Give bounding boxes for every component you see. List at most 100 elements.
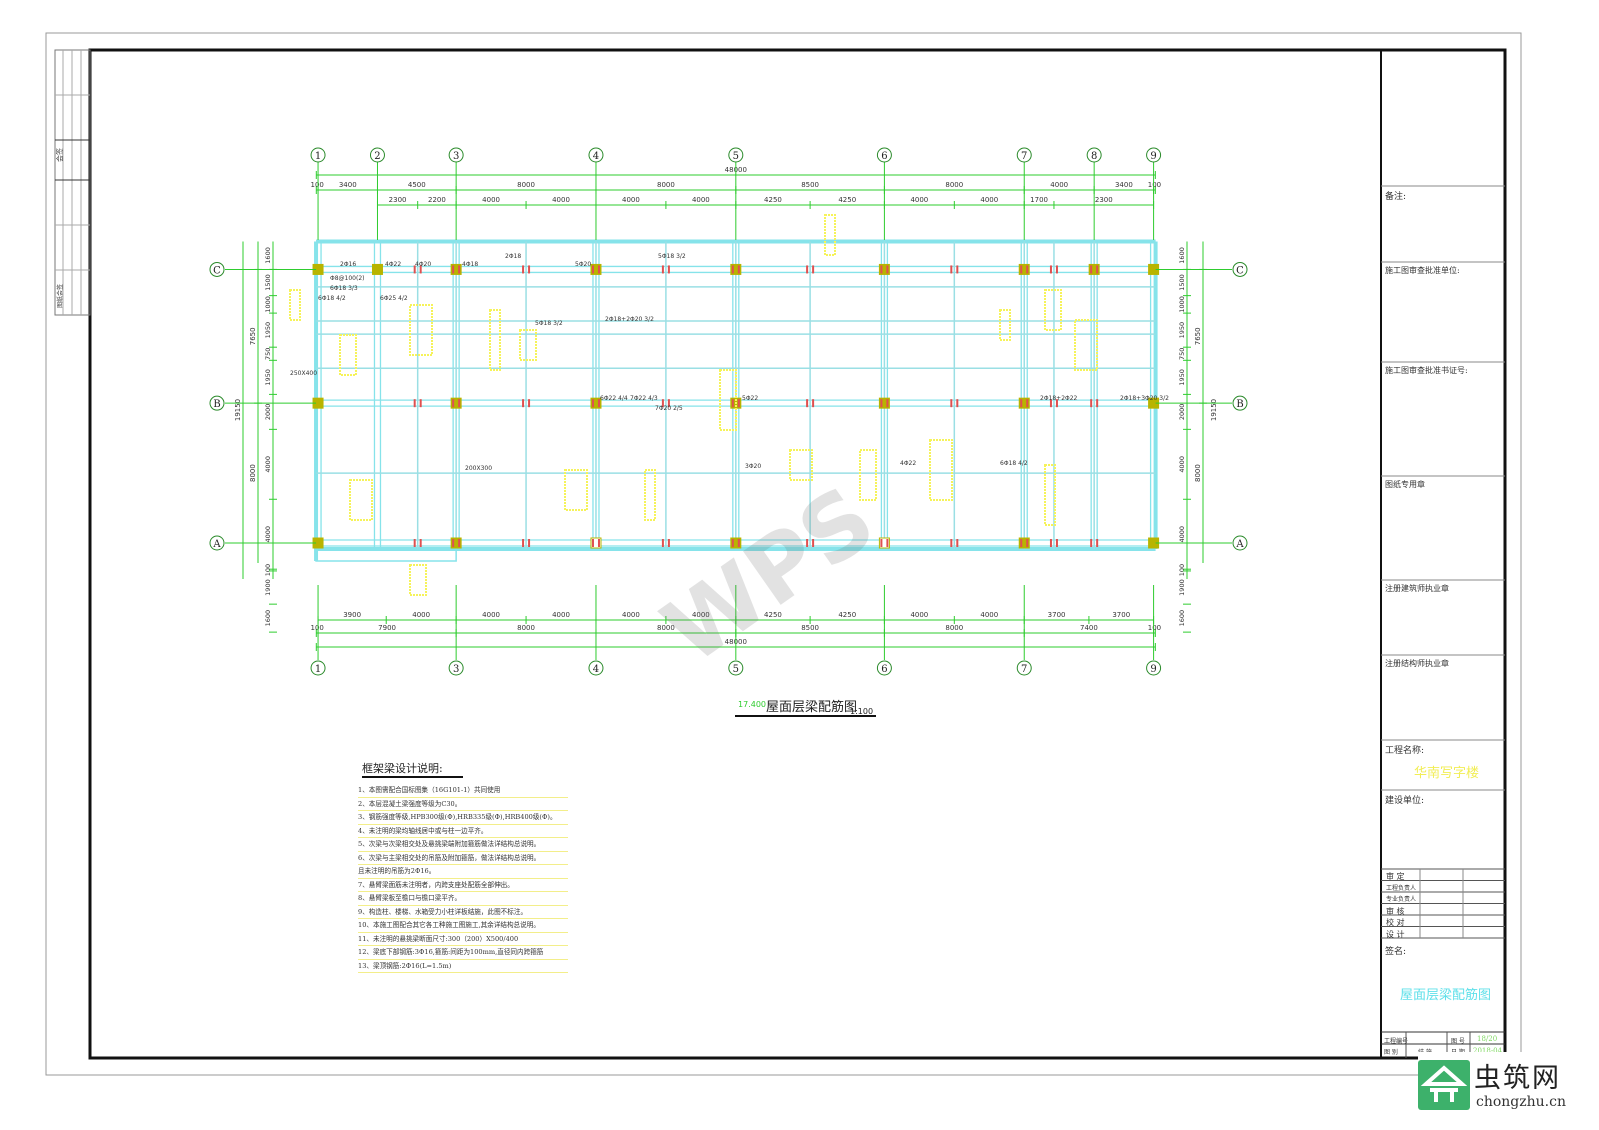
dimension-text: 4250 xyxy=(838,611,856,619)
beam-label: 7Φ22 4/3 xyxy=(630,395,658,402)
dimension-text: 4000 xyxy=(980,611,998,619)
stirrup-mark xyxy=(667,265,670,274)
dimension-text: 4000 xyxy=(910,611,928,619)
axis-circle xyxy=(1232,535,1248,551)
sign-row-label: 设 计 xyxy=(1386,929,1405,939)
beam-label: 5Φ20 xyxy=(575,261,591,268)
axis-label: 9 xyxy=(1150,151,1156,162)
beam-label: 7Φ20 2/5 xyxy=(655,405,683,412)
dimension-text: 1950 xyxy=(1178,322,1186,339)
column xyxy=(450,537,462,549)
axis-circle xyxy=(728,660,744,676)
sheet-no: 18/20 xyxy=(1477,1035,1498,1043)
axis-circle xyxy=(1232,261,1248,277)
dimension-text: 750 xyxy=(264,348,272,360)
dimension-text: 1950 xyxy=(1178,369,1186,386)
stirrup-mark xyxy=(1055,539,1058,547)
reinforcement-annotation xyxy=(644,469,656,521)
wps-watermark: WPS xyxy=(645,467,894,685)
beam-label: 6Φ18 3/3 xyxy=(330,285,358,292)
dimension-text: 100 xyxy=(1148,624,1161,632)
reinforcement-annotation xyxy=(999,309,1011,341)
stirrup-mark xyxy=(522,399,525,408)
stirrup-mark xyxy=(956,539,959,547)
stirrup-mark xyxy=(661,265,664,274)
axis-bubble: 8 xyxy=(1086,147,1102,163)
stirrup-mark xyxy=(597,539,600,547)
axis-label: C xyxy=(1236,265,1244,276)
sign-row-label: 专业负责人 xyxy=(1386,896,1417,903)
axis-bubble: 1 xyxy=(310,660,326,676)
axis-circle xyxy=(1232,395,1248,411)
axis-label: 7 xyxy=(1021,664,1027,675)
column xyxy=(590,537,602,549)
beam-label: 4Φ20 xyxy=(415,261,431,268)
reinforcement-annotation xyxy=(1044,464,1056,526)
axis-circle xyxy=(310,660,326,676)
axis-bubble: 7 xyxy=(1016,147,1032,163)
column xyxy=(450,263,462,275)
stirrup-mark xyxy=(1026,539,1029,547)
beam-label: 4Φ18 xyxy=(462,261,478,268)
dimension-text: 2300 xyxy=(1095,196,1113,204)
dimension-text: 4000 xyxy=(692,196,710,204)
dimension-text: 2300 xyxy=(389,196,407,204)
axis-circle xyxy=(1146,147,1162,163)
dimension-text: 3400 xyxy=(339,181,357,189)
drawing-frame xyxy=(88,48,1507,1060)
brand-name: 虫筑网 xyxy=(1474,1063,1561,1094)
stirrup-mark xyxy=(950,265,953,274)
stirrup-mark xyxy=(1049,399,1052,408)
dimension-text: 1900 xyxy=(264,579,272,596)
drawing-name: 屋面层梁配筋图 xyxy=(1400,988,1492,1003)
cantilever-beam xyxy=(315,548,457,562)
dimension-text: 8500 xyxy=(801,181,819,189)
beam-label: 6Φ25 4/2 xyxy=(380,295,408,302)
dimension-text: 100 xyxy=(310,181,323,189)
axis-bubble: B xyxy=(1232,395,1248,411)
axis-bubble: 6 xyxy=(876,147,892,163)
house-icon xyxy=(1418,1060,1470,1110)
column xyxy=(1088,263,1100,275)
reinforcement-annotation xyxy=(824,214,836,256)
reinforcement-annotation xyxy=(719,369,737,431)
dimension-text: 7400 xyxy=(1080,624,1098,632)
stirrup-mark xyxy=(522,265,525,274)
beam-label: 5Φ18 3/2 xyxy=(658,253,686,260)
dimension-text: 3700 xyxy=(1112,611,1130,619)
dimension-text: 100 xyxy=(310,624,323,632)
dimension-text: 4000 xyxy=(264,526,272,543)
brand-logo[interactable]: 虫筑网 chongzhu.cn xyxy=(1418,1052,1599,1130)
stirrup-mark xyxy=(1020,539,1023,547)
stirrup-mark xyxy=(950,539,953,547)
review-cert-label: 施工图审查批准书证号: xyxy=(1385,366,1468,375)
stirrup-mark xyxy=(528,265,531,274)
dimension-text: 7900 xyxy=(378,624,396,632)
dimension-text: 4000 xyxy=(482,611,500,619)
stirrup-mark xyxy=(886,265,889,274)
sign-row-label: 校 对 xyxy=(1386,918,1405,927)
axis-bubble: 7 xyxy=(1016,660,1032,676)
beam-label: 6Φ18 4/2 xyxy=(1000,460,1028,467)
axis-label: A xyxy=(212,539,221,550)
stirrup-mark xyxy=(737,399,740,408)
dimension-text: 8000 xyxy=(517,624,535,632)
dimension-text: 3900 xyxy=(343,611,361,619)
client-label: 建设单位: xyxy=(1385,796,1425,806)
axis-label: 1 xyxy=(315,151,321,162)
column xyxy=(878,537,890,549)
reinforcement-annotation xyxy=(929,439,953,501)
dimension-text: 750 xyxy=(1178,348,1186,360)
axis-label: 9 xyxy=(1150,664,1156,675)
stirrup-mark xyxy=(419,539,422,547)
brand-url[interactable]: chongzhu.cn xyxy=(1476,1094,1566,1110)
stirrup-mark xyxy=(731,265,734,274)
beam-label: 2Φ18 xyxy=(505,253,521,260)
stirrup-mark xyxy=(458,265,461,274)
stirrup-mark xyxy=(886,539,889,547)
dimension-text: 3400 xyxy=(1115,181,1133,189)
beam-label: Φ8@100(2) xyxy=(330,275,365,282)
reinforcement-annotation xyxy=(1044,289,1062,331)
